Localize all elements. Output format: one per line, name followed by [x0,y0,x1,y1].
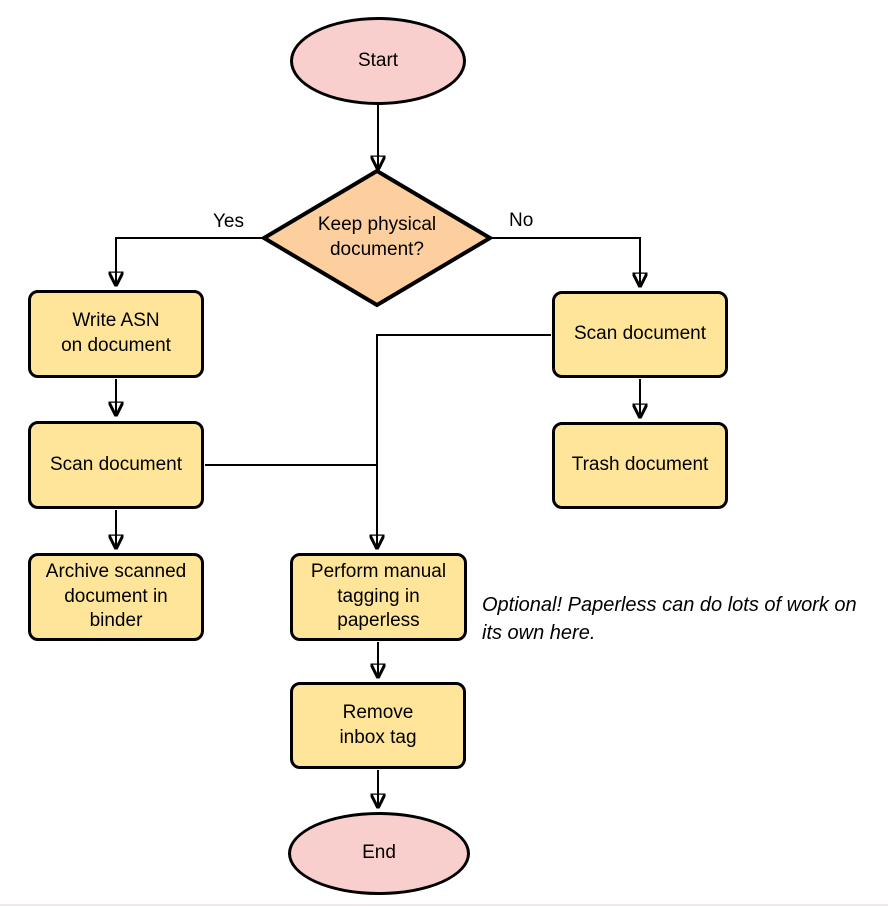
perform-tagging-node: Perform manual tagging in paperless [290,553,467,641]
decision-label: Keep physical document? [317,214,437,260]
scan-document-right-node: Scan document [552,291,728,378]
start-node: Start [290,17,466,105]
edge-label-yes: Yes [213,211,244,232]
scan-document-left-node: Scan document [28,421,204,509]
end-node: End [288,812,470,895]
remove-inbox-tag-node: Remove inbox tag [290,682,466,769]
edge-decision-yes-write-asn [116,237,266,284]
edge-scan-right-perform-tagging [377,334,551,547]
decision-diamond-shape [260,168,494,308]
archive-document-node: Archive scanned document in binder [28,553,204,641]
trash-document-node: Trash document [552,422,728,509]
bottom-edge-line [0,904,888,906]
edge-decision-no-scan-right [491,237,640,285]
write-asn-node: Write ASN on document [28,290,204,378]
optional-note: Optional! Paperless can do lots of work … [482,594,857,644]
edge-label-no: No [509,210,534,231]
decision-node: Keep physical document? [259,166,495,310]
